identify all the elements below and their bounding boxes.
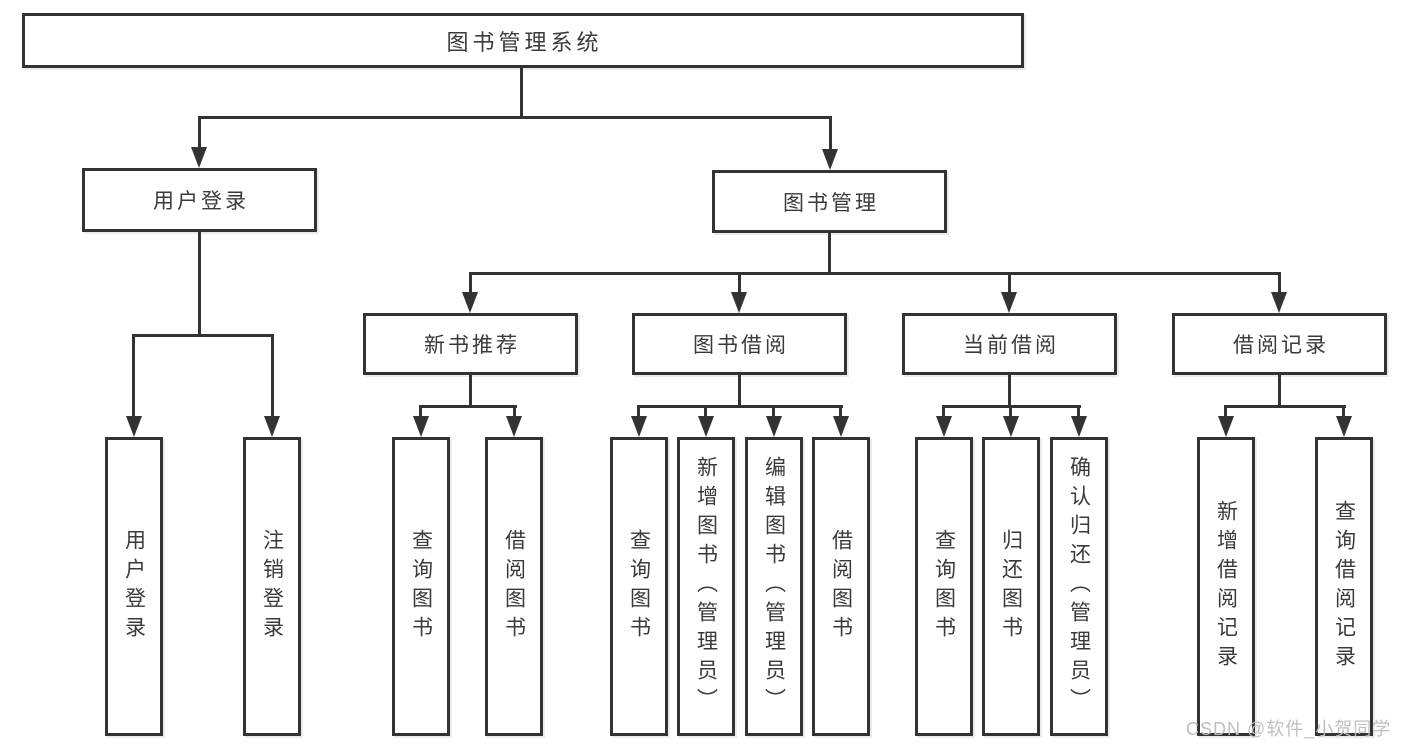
arrowhead-s3-leaf2 <box>1003 416 1019 437</box>
node-book-management: 图书管理 <box>712 170 947 233</box>
connector-s2-bar <box>637 405 843 408</box>
arrowhead-s2-leaf3 <box>766 416 782 437</box>
arrowhead-s4-leaf2 <box>1336 416 1352 437</box>
arrowhead-leaf-user-login <box>126 416 142 437</box>
connector-root-bar <box>198 116 832 119</box>
node-book-borrowing: 图书借阅 <box>632 313 847 375</box>
connector-mgmt-stem <box>828 232 831 275</box>
leaf-cb-query-books: 查询图书 <box>915 437 973 736</box>
connector-root-stem <box>520 68 523 119</box>
leaf-user-login: 用户登录 <box>105 437 163 736</box>
leaf-bb-query-books: 查询图书 <box>610 437 668 736</box>
arrowhead-new-books <box>462 292 478 313</box>
connector-drop-borrowing-records <box>1278 272 1281 294</box>
connector-s2-stem <box>738 374 741 408</box>
arrowhead-user-login <box>191 147 207 168</box>
leaf-nb-query-books: 查询图书 <box>392 437 450 736</box>
connector-s4-drop2 <box>1342 405 1345 418</box>
connector-drop-leaf-user-login <box>132 334 135 418</box>
connector-s3-drop2 <box>1009 405 1012 418</box>
connector-s2-drop2 <box>704 405 707 418</box>
arrowhead-s1-leaf2 <box>506 416 522 437</box>
arrowhead-borrowing-records <box>1271 292 1287 313</box>
leaf-bb-edit-books-admin: 编辑图书（管理员） <box>745 437 803 736</box>
node-new-book-recommend: 新书推荐 <box>363 313 578 375</box>
connector-s1-bar <box>419 405 517 408</box>
node-library-system: 图书管理系统 <box>22 13 1024 68</box>
arrowhead-s2-leaf4 <box>833 416 849 437</box>
connector-s2-drop4 <box>839 405 842 418</box>
connector-s3-stem <box>1008 374 1011 408</box>
connector-drop-user-login <box>198 116 201 150</box>
node-user-login: 用户登录 <box>82 168 317 232</box>
watermark: CSDN @软件_小贺同学 <box>1186 719 1392 739</box>
connector-s4-stem <box>1278 374 1281 408</box>
leaf-cb-confirm-return-admin: 确认归还（管理员） <box>1050 437 1108 736</box>
leaf-bb-add-books-admin: 新增图书（管理员） <box>677 437 735 736</box>
connector-s4-drop1 <box>1224 405 1227 418</box>
arrowhead-book-borrowing <box>731 292 747 313</box>
node-current-borrowing: 当前借阅 <box>902 313 1117 375</box>
connector-s1-drop2 <box>513 405 516 418</box>
arrowhead-book-management <box>822 149 838 170</box>
connector-login-bar <box>132 334 273 337</box>
connector-s3-drop1 <box>942 405 945 418</box>
connector-s2-drop1 <box>637 405 640 418</box>
connector-mgmt-bar <box>469 272 1281 275</box>
connector-s3-drop3 <box>1077 405 1080 418</box>
connector-login-stem <box>198 231 201 337</box>
leaf-nb-borrow-books: 借阅图书 <box>485 437 543 736</box>
connector-drop-book-management <box>829 116 832 150</box>
leaf-cb-return-books: 归还图书 <box>982 437 1040 736</box>
leaf-logout: 注销登录 <box>243 437 301 736</box>
arrowhead-current-borrowing <box>1001 292 1017 313</box>
arrowhead-leaf-logout <box>264 416 280 437</box>
connector-s4-bar <box>1224 405 1346 408</box>
leaf-bb-borrow-books: 借阅图书 <box>812 437 870 736</box>
connector-drop-current-borrowing <box>1008 272 1011 294</box>
arrowhead-s2-leaf1 <box>631 416 647 437</box>
leaf-br-query-record: 查询借阅记录 <box>1315 437 1373 736</box>
leaf-br-add-record: 新增借阅记录 <box>1197 437 1255 736</box>
arrowhead-s1-leaf1 <box>413 416 429 437</box>
arrowhead-s4-leaf1 <box>1218 416 1234 437</box>
connector-s2-drop3 <box>772 405 775 418</box>
node-borrowing-records: 借阅记录 <box>1172 313 1387 375</box>
connector-s1-stem <box>469 374 472 408</box>
arrowhead-s2-leaf2 <box>698 416 714 437</box>
connector-drop-new-books <box>469 272 472 294</box>
arrowhead-s3-leaf1 <box>936 416 952 437</box>
connector-s1-drop1 <box>419 405 422 418</box>
connector-drop-leaf-logout <box>271 334 274 418</box>
arrowhead-s3-leaf3 <box>1071 416 1087 437</box>
connector-drop-book-borrowing <box>738 272 741 294</box>
